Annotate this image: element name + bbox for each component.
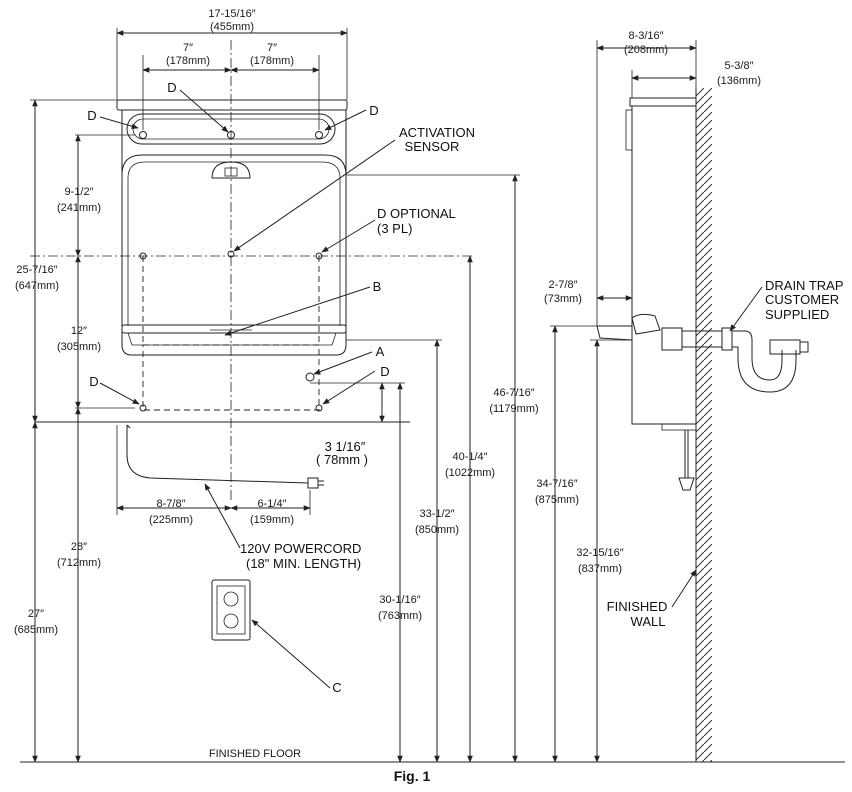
height-9-in: 9-1/2″ (65, 186, 94, 198)
powercord-label-1: 120V POWERCORD (240, 541, 361, 556)
side-height32-mm: (837mm) (578, 563, 622, 575)
side-dimension-lines (552, 45, 697, 763)
front-leaders (99, 89, 396, 689)
height-40-in: 40-1/4″ (452, 451, 487, 463)
plug (307, 477, 319, 489)
overall-width-mm: (455mm) (210, 21, 254, 33)
right-spacing-in: 7″ (267, 42, 277, 54)
side-depth5-in: 5-3/8″ (725, 60, 754, 72)
height-27-in: 27″ (28, 608, 44, 620)
mount-point (315, 131, 323, 139)
finished-floor-label: FINISHED FLOOR (209, 748, 301, 760)
side-basin (596, 325, 633, 341)
height-12-mm: (305mm) (57, 341, 101, 353)
front-extension-lines (30, 28, 520, 515)
side-fitting (678, 477, 695, 491)
side-depth2-in: 2-7/8″ (549, 279, 578, 291)
drain-label-2: CUSTOMER (765, 292, 839, 307)
height-30-mm: (763mm) (378, 610, 422, 622)
powercord-label-2: (18" MIN. LENGTH) (246, 556, 361, 571)
side-top-cap (629, 97, 697, 107)
drain-trap (661, 327, 809, 393)
d-optional-label-1: D OPTIONAL (377, 206, 456, 221)
wall-label-1: FINISHED (607, 599, 668, 614)
callout-d-top: D (167, 80, 176, 95)
offset-3-mm: ( 78mm ) (316, 452, 368, 467)
height-25-mm: (647mm) (15, 280, 59, 292)
height-28-in: 28″ (71, 541, 87, 553)
side-depth-in: 8-3/16″ (628, 30, 663, 42)
d-optional-label-2: (3 PL) (377, 221, 412, 236)
drain-label-1: DRAIN TRAP (765, 278, 844, 293)
top-cap (116, 99, 348, 111)
left-spacing-in: 7″ (183, 42, 193, 54)
width-8-mm: (225mm) (149, 514, 193, 526)
side-height34-mm: (875mm) (535, 494, 579, 506)
callout-d-right: D (369, 103, 378, 118)
height-28-mm: (712mm) (57, 557, 101, 569)
wall-label-2: WALL (631, 614, 666, 629)
height-33-in: 33-1/2″ (419, 508, 454, 520)
width-6-in: 6-1/4″ (258, 498, 287, 510)
callout-d-left: D (87, 108, 96, 123)
side-leaders (671, 286, 763, 608)
side-depth2-mm: (73mm) (544, 293, 582, 305)
side-height32-in: 32-15/16″ (576, 547, 623, 559)
side-view (596, 88, 809, 762)
power-cord (126, 425, 309, 484)
callout-b: B (373, 279, 382, 294)
height-25-in: 25-7/16″ (16, 264, 57, 276)
side-height34-in: 34-7/16″ (536, 478, 577, 490)
overall-width-in: 17-15/16″ (208, 8, 255, 20)
callout-d-lower-right: D (380, 364, 389, 379)
callout-d-lower-left: D (89, 374, 98, 389)
drain-label-3: SUPPLIED (765, 307, 829, 322)
side-depth5-mm: (136mm) (717, 75, 761, 87)
activation-sensor-label-2: SENSOR (405, 139, 460, 154)
finished-wall (696, 88, 712, 762)
left-spacing-mm: (178mm) (166, 55, 210, 67)
height-30-in: 30-1/16″ (379, 594, 420, 606)
side-body (631, 105, 697, 425)
height-9-mm: (241mm) (57, 202, 101, 214)
width-6-mm: (159mm) (250, 514, 294, 526)
right-spacing-mm: (178mm) (250, 55, 294, 67)
height-46-mm: (1179mm) (489, 403, 538, 415)
height-12-in: 12″ (71, 325, 87, 337)
bezel-outline (121, 110, 347, 356)
wall-outlet (211, 579, 251, 641)
callout-a: A (376, 344, 385, 359)
activation-sensor-label-1: ACTIVATION (399, 125, 475, 140)
height-46-in: 46-7/16″ (493, 387, 534, 399)
width-8-in: 8-7/8″ (157, 498, 186, 510)
front-view (30, 40, 475, 641)
front-dimension-lines (32, 30, 518, 763)
height-40-mm: (1022mm) (445, 467, 495, 479)
height-27-mm: (685mm) (14, 624, 58, 636)
side-depth-mm: (208mm) (624, 44, 668, 56)
fitting-a (305, 372, 315, 382)
offset-3-in: 3 1/16″ (325, 439, 366, 454)
mount-point (139, 131, 147, 139)
figure-caption: Fig. 1 (394, 768, 431, 784)
height-33-mm: (850mm) (415, 524, 459, 536)
callout-c: C (332, 680, 341, 695)
